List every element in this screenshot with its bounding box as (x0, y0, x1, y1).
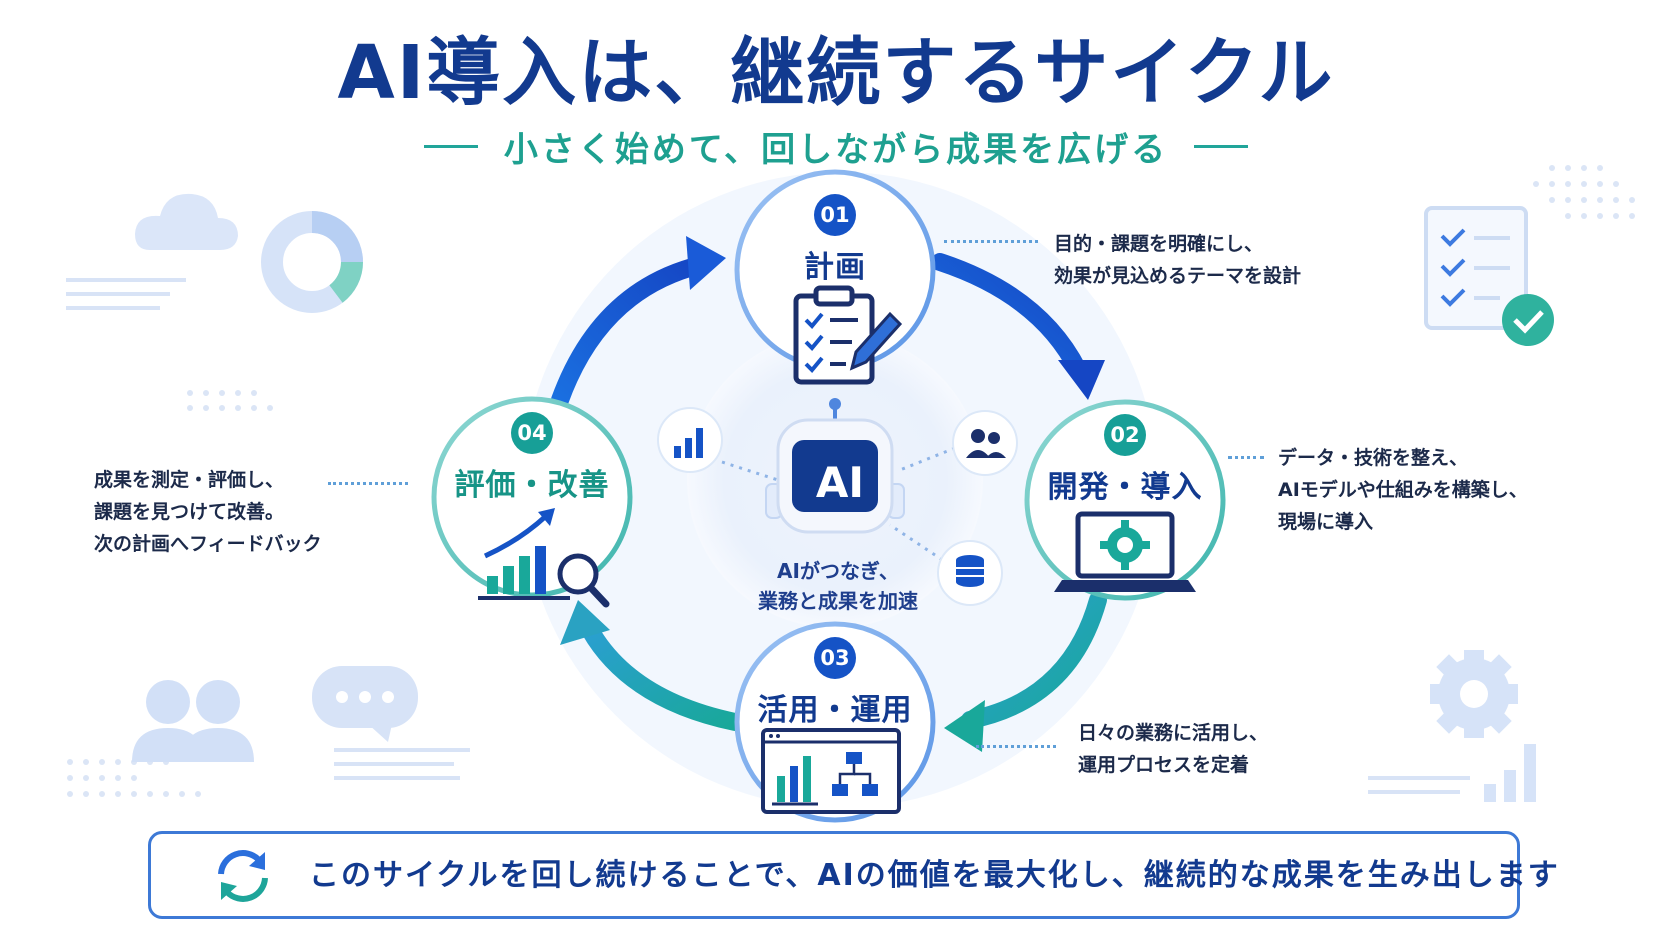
dashboard-chart-icon (761, 728, 901, 814)
chart-magnifier-icon (478, 508, 610, 608)
arrow-evaluate-to-plan (551, 256, 709, 409)
center-caption-line: 業務と成果を加速 (758, 589, 918, 613)
footer-banner: このサイクルを回し続けることで、AIの価値を最大化し、継続的な成果を生み出します (148, 831, 1558, 919)
step-04-badge: 04 (511, 412, 553, 454)
center-caption-line: AIがつなぎ、 (777, 559, 899, 583)
step-03-desc-line: 日々の業務に活用し、 (1078, 722, 1269, 744)
step-02-desc-line: 現場に導入 (1278, 511, 1374, 533)
decor-lines-bottom-left (334, 748, 470, 780)
step-04-title: 評価・改善 (454, 468, 610, 503)
step-01-leader (944, 240, 1038, 243)
step-02-desc-line: データ・技術を整え、 (1278, 447, 1469, 469)
step-04-leader (328, 482, 408, 485)
footer-message: このサイクルを回し続けることで、AIの価値を最大化し、継続的な成果を生み出します (309, 858, 1560, 893)
step-03-desc-line: 運用プロセスを定着 (1078, 754, 1250, 776)
step-02-badge: 02 (1104, 414, 1146, 456)
step-02-title: 開発・導入 (1047, 470, 1203, 505)
step-04-header: 04 評価・改善 (432, 412, 632, 504)
arrow-operate-to-evaluate (581, 621, 744, 731)
step-02-desc-line: AIモデルや仕組みを構築し、 (1278, 479, 1528, 501)
decor-lines-left (66, 278, 186, 310)
arrow-head-to-evaluate (560, 600, 610, 645)
step-04-description: 成果を測定・評価し、 課題を見つけて改善。 次の計画へフィードバック (94, 464, 322, 560)
subtitle-row: 小さく始めて、回しながら成果を広げる (0, 122, 1672, 171)
database-icon (937, 540, 1003, 606)
step-01-header: 01 計画 (735, 194, 935, 286)
center-caption: AIがつなぎ、 業務と成果を加速 (733, 556, 943, 616)
users-icon (952, 410, 1018, 476)
arrow-plan-to-develop (931, 253, 1087, 379)
arrow-head-to-plan (686, 236, 726, 290)
page-title: AI導入は、継続するサイクル (337, 30, 1335, 116)
people-icon (132, 680, 254, 762)
chat-bubble-icon (312, 666, 418, 742)
step-02-description: データ・技術を整え、 AIモデルや仕組みを構築し、 現場に導入 (1278, 442, 1528, 538)
subtitle-rule-left (423, 145, 478, 148)
step-01-desc-line: 目的・課題を明確にし、 (1054, 233, 1264, 255)
laptop-gear-icon (1054, 511, 1196, 592)
cloud-icon (135, 193, 238, 250)
step-02-leader (1228, 456, 1264, 459)
page-subtitle: 小さく始めて、回しながら成果を広げる (503, 130, 1169, 170)
step-03-leader (976, 745, 1056, 748)
step-04-circle (431, 396, 633, 598)
step-03-description: 日々の業務に活用し、 運用プロセスを定着 (1078, 717, 1268, 781)
bar-chart-icon (657, 407, 723, 473)
step-03-badge: 03 (814, 637, 856, 679)
robot-icon (765, 398, 905, 534)
step-04-desc-line: 次の計画へフィードバック (94, 533, 322, 555)
decor-lines-right (1368, 776, 1470, 794)
decor-dots-right (1533, 165, 1635, 219)
step-01-title: 計画 (804, 250, 866, 285)
step-04-desc-line: 課題を見つけて改善。 (94, 501, 285, 523)
arrow-head-to-operate (944, 700, 985, 752)
step-01-description: 目的・課題を明確にし、 効果が見込めるテーマを設計 (1054, 228, 1301, 292)
refresh-cycle-icon (218, 850, 268, 902)
arrow-develop-to-operate (961, 591, 1107, 729)
gear-icon (1430, 650, 1518, 738)
step-04-desc-line: 成果を測定・評価し、 (94, 469, 285, 491)
donut-chart-icon (261, 211, 363, 313)
checkmark-icon (1502, 294, 1554, 346)
arrow-head-to-develop (1058, 360, 1105, 400)
subtitle-rule-right (1194, 145, 1249, 148)
decor-bars-right (1484, 744, 1536, 802)
step-01-badge: 01 (814, 194, 856, 236)
step-01-desc-line: 効果が見込めるテーマを設計 (1054, 265, 1302, 287)
ai-label: AI (815, 458, 865, 507)
step-03-header: 03 活用・運用 (735, 637, 935, 729)
checklist-document-icon (1424, 206, 1528, 330)
center-connectors (721, 446, 956, 567)
clipboard-checklist-icon (793, 285, 903, 385)
step-02-header: 02 開発・導入 (1025, 414, 1225, 506)
step-03-title: 活用・運用 (757, 693, 913, 728)
